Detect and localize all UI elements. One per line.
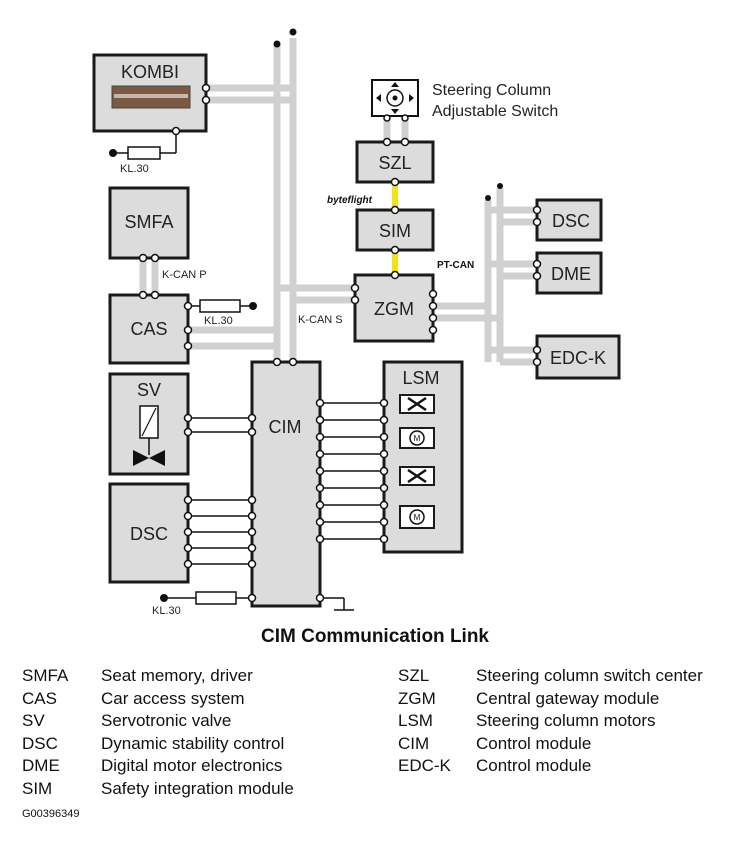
legend-item: SMFA Seat memory, driver: [22, 665, 294, 688]
sim-label: SIM: [379, 221, 411, 241]
kcan-s-label: K-CAN S: [298, 314, 343, 326]
szl-label: SZL: [378, 153, 411, 173]
cas-module: CAS: [108, 293, 190, 365]
valve-symbol: [133, 450, 149, 466]
smfa-label: SMFA: [124, 212, 173, 232]
legend-left: SMFA Seat memory, driver CAS Car access sy…: [22, 665, 294, 800]
dme-module: DME: [535, 251, 603, 295]
legend-desc: Car access system: [101, 688, 245, 708]
edck-label: EDC-K: [550, 348, 606, 368]
svg-text:M: M: [414, 513, 421, 522]
kl30-cim-label: KL.30: [152, 605, 181, 617]
legend-desc: Digital motor electronics: [101, 756, 283, 775]
legend-right: SZL Steering column switch center ZGM Cent…: [398, 665, 703, 778]
kombi-module: KOMBI: [92, 53, 208, 133]
szl-module: SZL: [355, 140, 435, 184]
cim-communication-diagram: KOMBI SMFA CAS SV DSC CIM Steer: [92, 28, 621, 617]
legend-abbr: DSC: [22, 733, 58, 753]
bus-lines: [139, 38, 537, 366]
fuse-cas: [199, 299, 241, 313]
legend-item: LSM Steering column motors: [398, 710, 703, 733]
sv-label: SV: [137, 380, 161, 400]
legend-desc: Servotronic valve: [101, 711, 232, 730]
bus-end-dots: [273, 28, 503, 201]
kl30-kombi-label: KL.30: [120, 163, 149, 175]
legend-abbr: EDC-K: [398, 756, 451, 775]
pt-can-label: PT-CAN: [437, 260, 474, 271]
dsc-left-label: DSC: [130, 524, 168, 544]
kl30-cas-label: KL.30: [204, 315, 233, 327]
connector-pins: [138, 83, 542, 603]
legend-desc: Seat memory, driver: [101, 666, 253, 685]
lsm-module: LSM M M: [382, 360, 464, 554]
sim-module: SIM: [355, 208, 435, 252]
zgm-label: ZGM: [374, 299, 414, 319]
legend-abbr: LSM: [398, 711, 433, 730]
fuses: [109, 146, 257, 605]
steering-column-switch: Steering Column Adjustable Switch: [371, 79, 558, 120]
kcan-p-label: K-CAN P: [162, 269, 207, 281]
dme-label: DME: [551, 264, 591, 284]
legend-item: DME Digital motor electronics: [22, 755, 294, 778]
smfa-module: SMFA: [108, 186, 190, 260]
legend-abbr: ZGM: [398, 688, 436, 708]
legend-abbr: CAS: [22, 688, 57, 708]
legend-abbr: SMFA: [22, 666, 69, 685]
zgm-module: ZGM: [353, 273, 435, 343]
dsc-right-label: DSC: [552, 211, 590, 231]
legend-item: SIM Safety integration module: [22, 778, 294, 801]
legend-item: DSC Dynamic stability control: [22, 733, 294, 756]
legend-item: SV Servotronic valve: [22, 710, 294, 733]
legend-item: CAS Car access system: [22, 688, 294, 711]
figure-caption: CIM Communication Link: [261, 626, 489, 647]
cim-module: CIM: [250, 360, 322, 608]
legend-abbr: DME: [22, 756, 60, 775]
legend-desc: Steering column motors: [476, 711, 656, 730]
cim-label: CIM: [269, 417, 302, 437]
svg-text:M: M: [414, 434, 421, 443]
legend-item: ZGM Central gateway module: [398, 688, 703, 711]
legend-abbr: SZL: [398, 666, 430, 685]
legend-abbr: SIM: [22, 778, 53, 798]
kombi-label: KOMBI: [121, 62, 179, 82]
figure-id: G00396349: [22, 808, 80, 820]
dsc-right-module: DSC: [535, 198, 603, 242]
legend-desc: Central gateway module: [476, 688, 660, 708]
lsm-label: LSM: [402, 368, 439, 388]
edck-module: EDC-K: [535, 334, 621, 380]
legend-desc: Safety integration module: [101, 778, 294, 798]
legend-desc: Control module: [476, 733, 592, 753]
fuse-kombi: [127, 146, 161, 160]
fuse-cim: [195, 591, 237, 605]
dsc-left-module: DSC: [108, 482, 190, 584]
switch-label-line2: Adjustable Switch: [432, 103, 558, 120]
switch-label-line1: Steering Column: [432, 82, 551, 99]
small-labels: KL.30 K-CAN P KL.30 K-CAN S KL.30 bytefl…: [120, 163, 474, 617]
cas-label: CAS: [130, 319, 167, 339]
legend-item: SZL Steering column switch center: [398, 665, 703, 688]
sv-module: SV: [108, 372, 190, 476]
legend-desc: Steering column switch center: [476, 666, 703, 685]
legend-item: CIM Control module: [398, 733, 703, 756]
legend-abbr: SV: [22, 711, 45, 730]
legend-desc: Control module: [476, 756, 592, 775]
legend-item: EDC-K Control module: [398, 755, 703, 778]
legend-abbr: CIM: [398, 733, 430, 753]
byteflight-label: byteflight: [327, 195, 373, 206]
legend-desc: Dynamic stability control: [101, 733, 285, 753]
